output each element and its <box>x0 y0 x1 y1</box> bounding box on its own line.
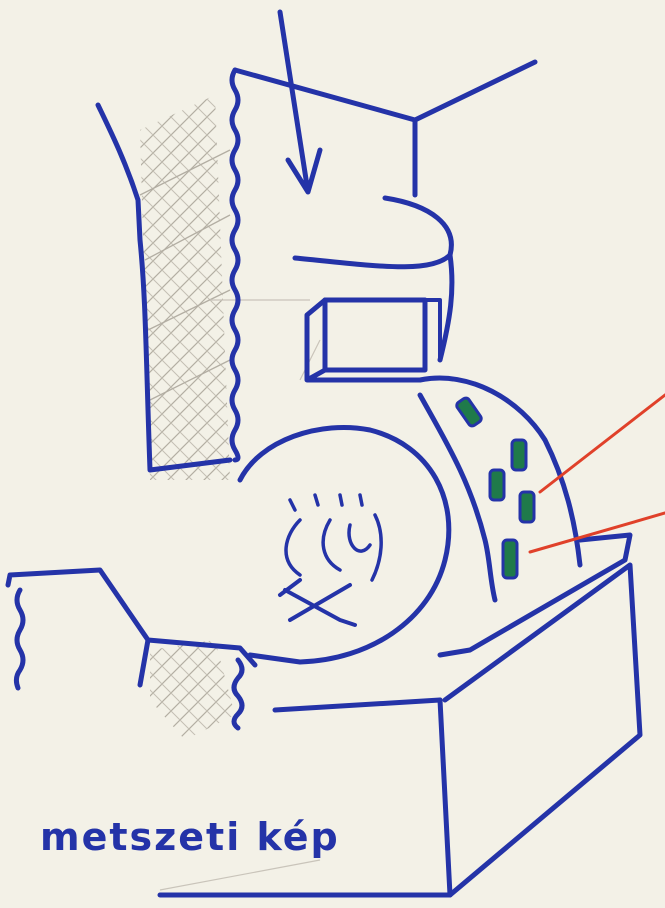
vent-3 <box>490 470 504 500</box>
floor-wavy-left <box>16 590 23 688</box>
hood-top <box>295 198 451 267</box>
ink-drawing <box>8 12 640 895</box>
fire-logs-icon <box>280 580 355 625</box>
oven-chamber <box>240 427 449 662</box>
wall-hatching <box>140 95 230 480</box>
flue-box <box>325 300 425 370</box>
stove-inner-curve <box>420 395 495 600</box>
leader-line-bottom <box>530 513 665 552</box>
floor-wavy-right <box>234 660 242 728</box>
floor-hatching <box>150 640 235 740</box>
base-top <box>275 700 440 710</box>
down-arrow-icon <box>280 12 320 192</box>
vent-2 <box>512 440 526 470</box>
red-leader-lines <box>530 395 665 552</box>
leader-line-top <box>540 395 665 492</box>
fire-flames-icon <box>286 495 381 580</box>
base-block <box>440 565 640 895</box>
floor-step <box>8 570 255 665</box>
ceiling-line <box>235 62 535 120</box>
vent-4 <box>520 492 534 522</box>
caption-label: metszeti kép <box>40 815 340 859</box>
vent-1 <box>455 397 483 428</box>
vent-5 <box>503 540 517 578</box>
wall-wavy-line <box>232 70 238 460</box>
